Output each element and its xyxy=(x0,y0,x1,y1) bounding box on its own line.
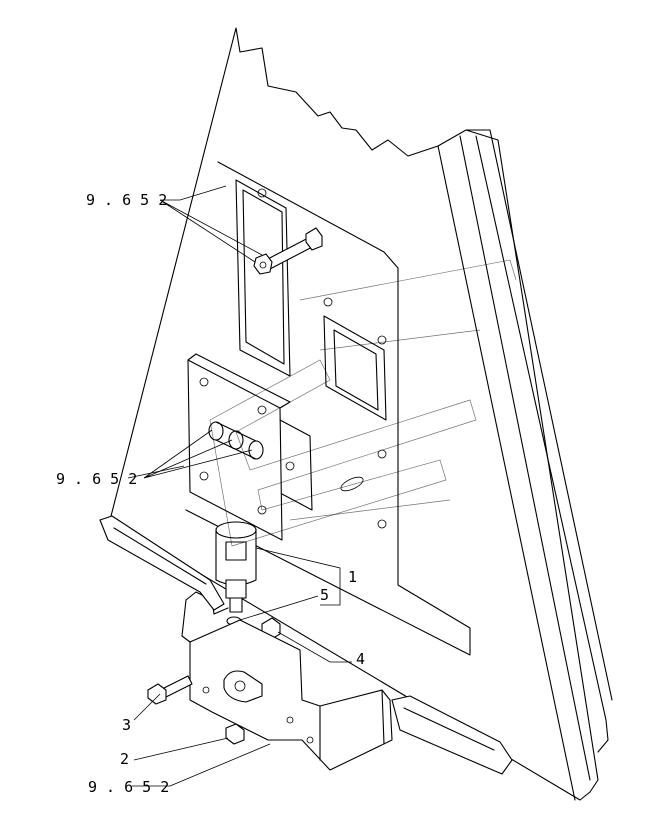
lower-bracket xyxy=(189,619,393,771)
label-ref-middle: 9 . 6 5 2 xyxy=(56,470,137,488)
nut xyxy=(253,253,273,275)
mounting-plate xyxy=(185,161,471,656)
label-item-2: 2 xyxy=(120,750,129,768)
leader-2 xyxy=(133,737,229,761)
leader-ref-bottom xyxy=(169,743,271,787)
label-item-3: 3 xyxy=(122,716,131,734)
side-rail-inner xyxy=(459,135,591,781)
leader-5 xyxy=(239,595,319,621)
leader-4 xyxy=(277,631,352,663)
label-item-1: 1 xyxy=(348,568,357,586)
leader-ref-top xyxy=(159,199,263,263)
side-rail xyxy=(437,145,576,801)
bracket-plate xyxy=(187,359,283,541)
tension-arm-right xyxy=(391,695,513,775)
watermark xyxy=(209,359,477,547)
leader-1 xyxy=(255,547,341,606)
label-item-5: 5 xyxy=(320,586,329,604)
side-rail-edge xyxy=(475,135,609,753)
tension-arm xyxy=(99,515,225,611)
frame-panel xyxy=(109,27,599,801)
label-item-4: 4 xyxy=(356,650,365,668)
leader-3 xyxy=(133,693,161,721)
label-ref-top: 9 . 6 5 2 xyxy=(86,191,167,209)
label-ref-bottom: 9 . 6 5 2 xyxy=(88,778,169,796)
